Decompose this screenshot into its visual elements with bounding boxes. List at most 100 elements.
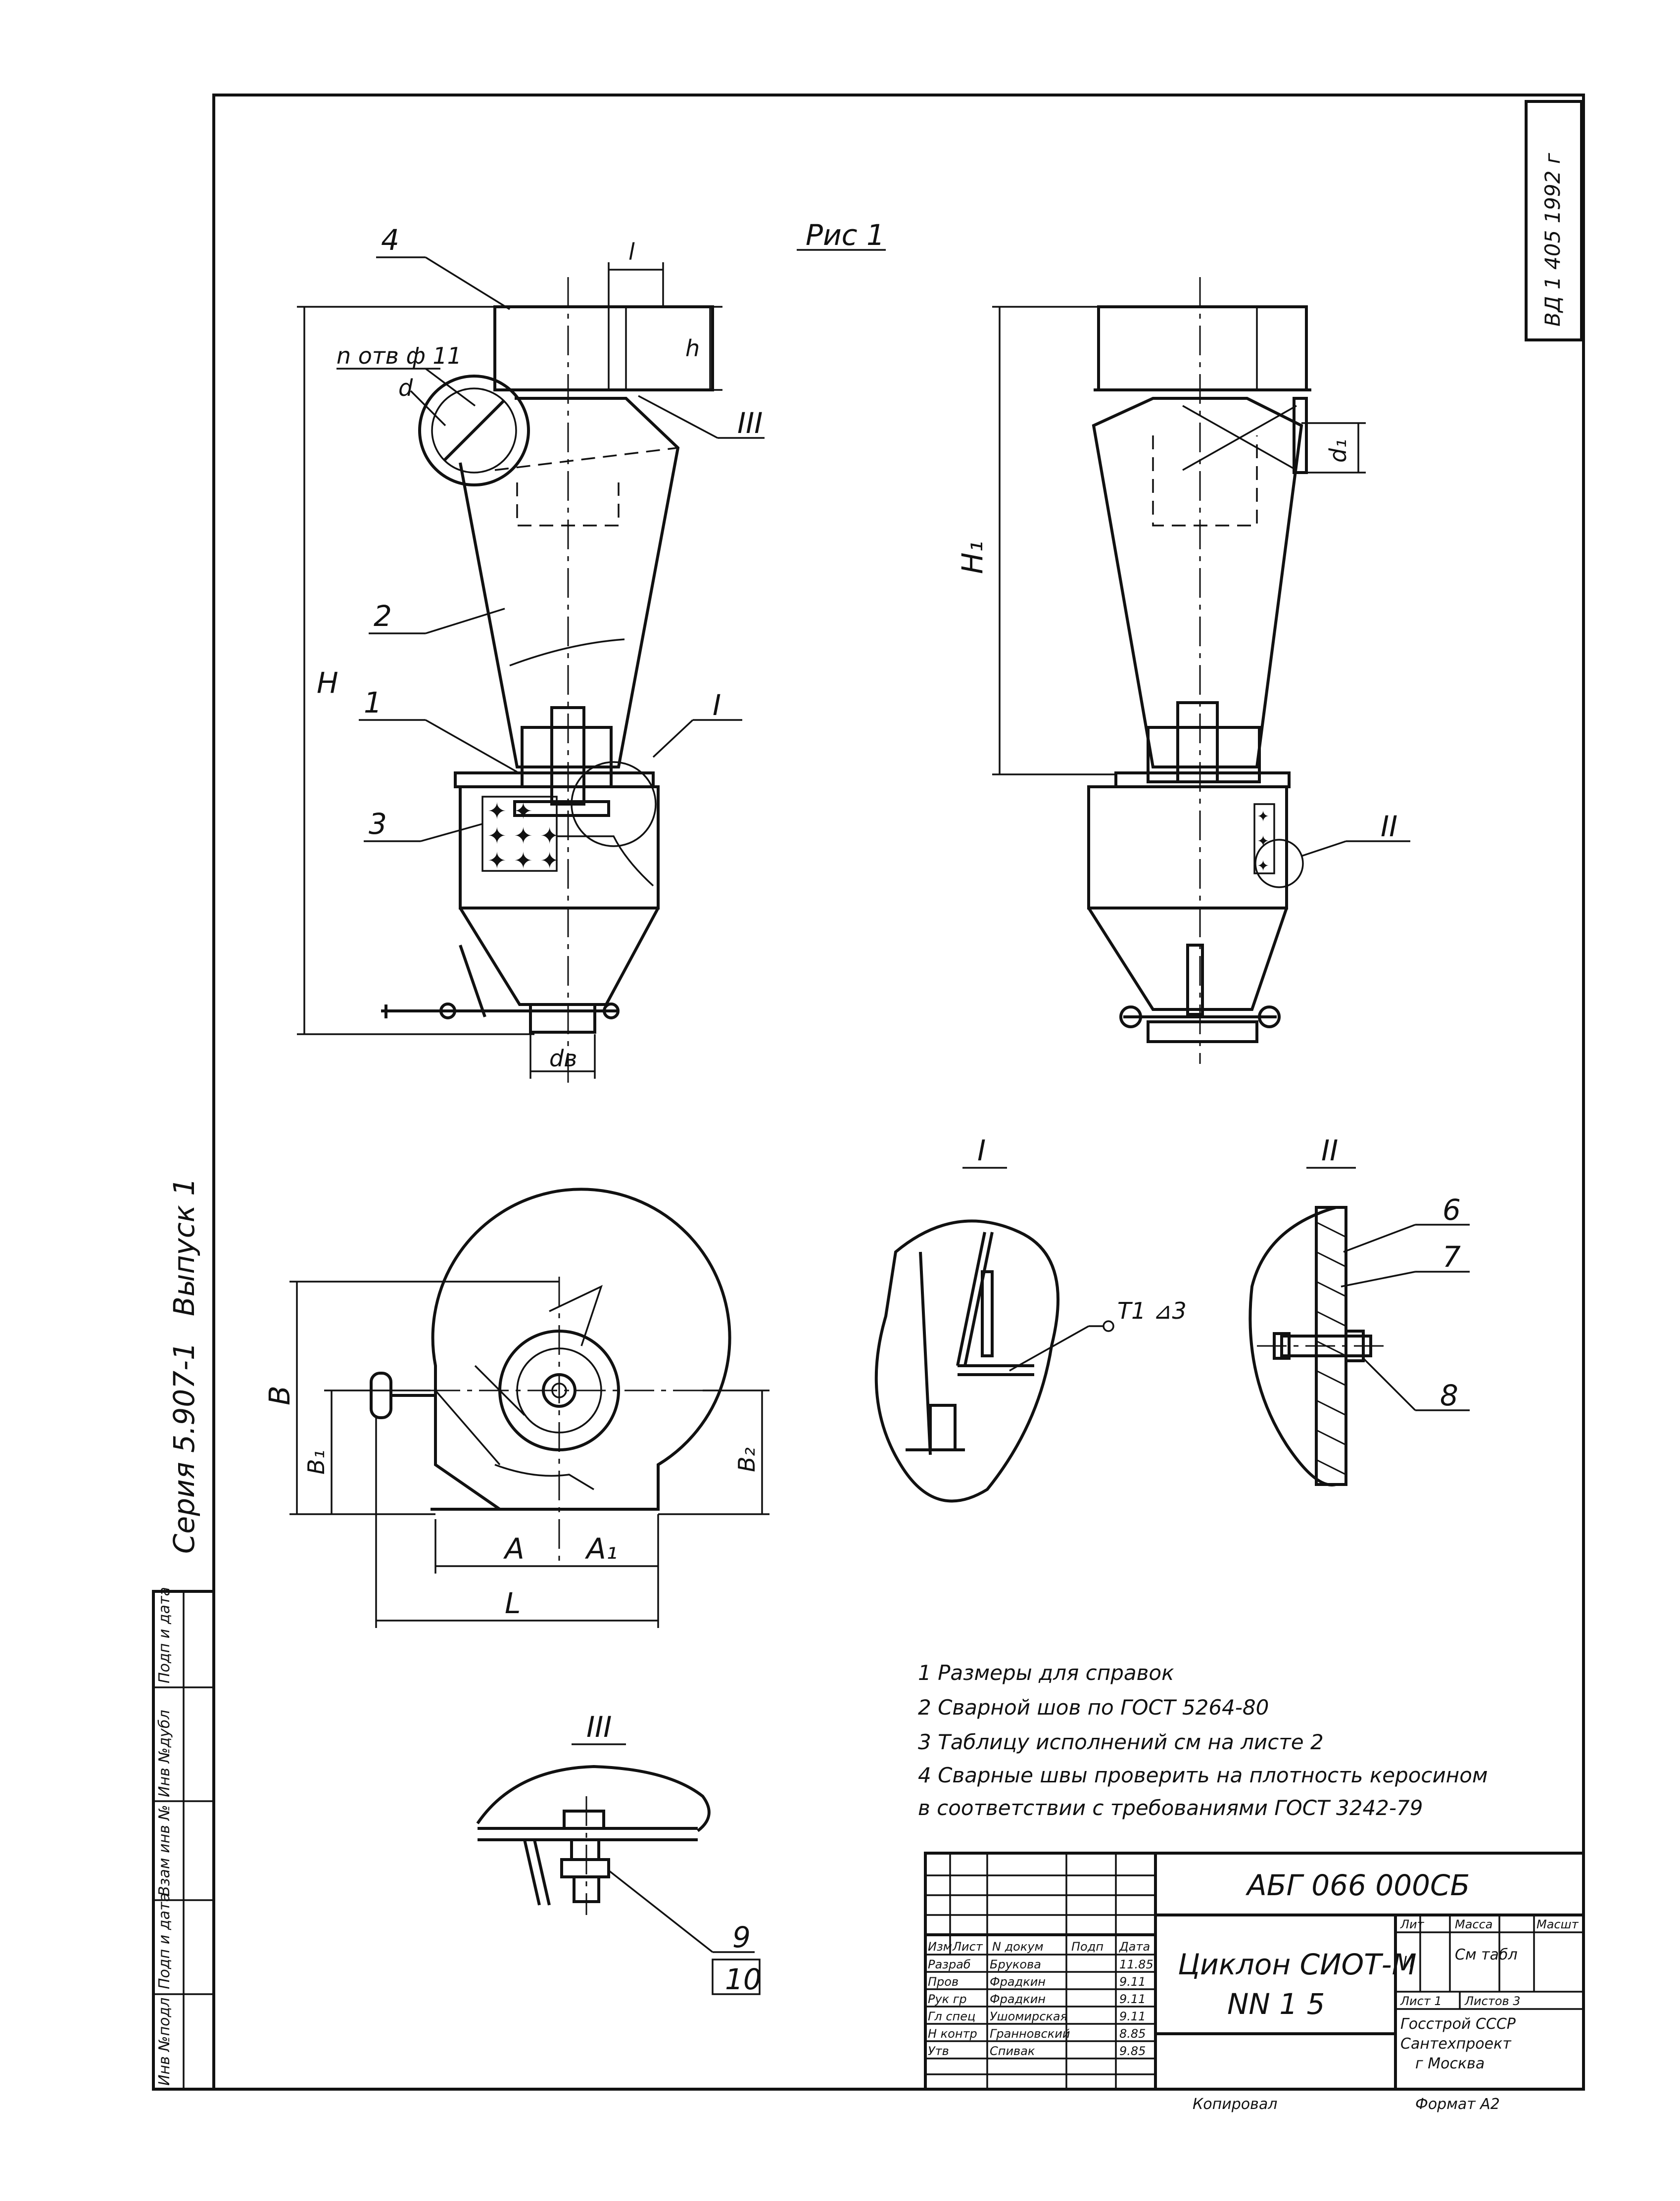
dim-B: B: [263, 1386, 296, 1405]
svg-text:✦: ✦: [1257, 808, 1269, 825]
tb-head-doc: N докум: [992, 1940, 1044, 1954]
tb-role-6: Утв: [928, 2044, 949, 2058]
dim-de: dв: [549, 1045, 577, 1072]
svg-text:✦ ✦ ✦: ✦ ✦ ✦: [487, 847, 559, 874]
tb-name-1: Циклон СИОТ-М: [1178, 1948, 1417, 1981]
tb-head-sign: Подп: [1071, 1940, 1104, 1954]
tb-doc-code: АБГ 066 000СБ: [1245, 1868, 1470, 1902]
svg-text:✦: ✦: [1257, 858, 1269, 875]
detail-III: III 9 10: [476, 1710, 762, 1996]
margin-col-3: Взам инв №: [156, 1805, 173, 1896]
tb-org-1: Госстрой СССР: [1400, 2015, 1516, 2033]
dim-d1: d₁: [1325, 439, 1351, 463]
callout-3: 3: [369, 807, 387, 841]
margin-col-1: Инв №подл: [156, 1998, 173, 2086]
svg-text:✦ ✦ ✦: ✦ ✦ ✦: [487, 822, 559, 849]
issue-label: Выпуск 1: [167, 1178, 201, 1316]
svg-text:✦: ✦: [1257, 833, 1269, 850]
tb-role-2: Пров: [928, 1975, 959, 1989]
tb-mass-value: См табл: [1455, 1946, 1518, 1963]
dim-A: A: [503, 1532, 525, 1566]
dim-h: h: [685, 335, 700, 362]
tb-org-3: г Москва: [1415, 2055, 1485, 2072]
note-3: 3 Таблицу исполнений см на листе 2: [918, 1730, 1324, 1754]
tb-role-3: Рук гр: [928, 1992, 967, 2006]
detail-III-title: III: [586, 1710, 612, 1744]
margin-col-2: Подп и дата: [156, 1893, 173, 1989]
inner-frame: [212, 94, 1585, 2091]
side-view: ✦ ✦ ✦ H₁ d₁ II: [956, 277, 1410, 1064]
dim-B1: B₁: [303, 1450, 330, 1475]
left-margin: Инв №подл Подп и дата Взам инв № Инв №ду…: [152, 1178, 215, 2091]
tb-lit-value: И: [1403, 1954, 1414, 1971]
callout-2: 2: [374, 599, 392, 633]
tb-person-2: Фрадкин: [990, 1975, 1046, 1989]
tb-sheet: Лист 1: [1400, 1994, 1442, 2008]
tb-head-date: Дата: [1119, 1940, 1150, 1954]
tb-date-2: 9.11: [1119, 1975, 1146, 1989]
dim-H: H: [317, 666, 338, 700]
callout-7: 7: [1442, 1240, 1461, 1274]
title-block: Изм Лист N докум Подп Дата Разраб Пров Р…: [924, 1852, 1585, 2091]
tb-person-5: Гранновский: [990, 2027, 1070, 2041]
tb-date-6: 9.85: [1119, 2044, 1146, 2058]
dim-H1: H₁: [956, 541, 989, 574]
tb-person-3: Фрадкин: [990, 1992, 1046, 2006]
note-1: 1 Размеры для справок: [918, 1661, 1174, 1685]
tb-person-1: Брукова: [990, 1958, 1041, 1971]
callout-9: 9: [732, 1920, 751, 1954]
dim-l: l: [628, 239, 635, 265]
detail-II-title: II: [1321, 1134, 1338, 1167]
callout-view-III: III: [737, 406, 763, 440]
tb-role-1: Разраб: [928, 1958, 971, 1971]
dim-A1: A₁: [584, 1532, 618, 1566]
tb-org-2: Сантехпроект: [1400, 2035, 1512, 2053]
detail-I: I T1 ⊿3: [874, 1134, 1187, 1503]
holes-label: n отв ф 11: [336, 342, 462, 369]
tb-name-2: NN 1 5: [1227, 1987, 1325, 2021]
note-4: 4 Сварные швы проверить на плотность кер…: [918, 1763, 1488, 1787]
tb-sheets: Листов 3: [1464, 1994, 1521, 2008]
notes: 1 Размеры для справок 2 Сварной шов по Г…: [918, 1661, 1488, 1820]
dim-B2: B₂: [733, 1447, 760, 1472]
tb-date-1: 11.85: [1119, 1958, 1153, 1971]
callout-8: 8: [1440, 1379, 1458, 1412]
tb-mass-label: Масса: [1455, 1917, 1493, 1931]
callout-view-I: I: [713, 688, 721, 722]
plan-view: B B₁ B₂ A A₁ L: [263, 1188, 769, 1628]
detail-II: II 6 7 8: [1248, 1134, 1470, 1486]
series-label: Серия 5.907-1: [167, 1342, 201, 1554]
tb-person-4: Ушомирская: [990, 2010, 1067, 2023]
tb-lit-label: Лит: [1400, 1917, 1425, 1931]
sheet-format: Формат А2: [1415, 2096, 1500, 2113]
note-5: в соответствии с требованиями ГОСТ 3242-…: [918, 1796, 1423, 1820]
dim-d: d: [398, 375, 413, 401]
margin-col-4: Инв №дубл: [156, 1710, 173, 1797]
callout-10: 10: [725, 1962, 762, 1996]
tb-date-4: 9.11: [1119, 2010, 1146, 2023]
callout-view-II-side: II: [1381, 810, 1397, 843]
margin-col-5: Подп и дата: [156, 1587, 173, 1683]
weld-symbol: T1 ⊿3: [1117, 1297, 1187, 1324]
figure-title: Рис 1: [806, 218, 885, 252]
corner-stamp: ВД 1 405 1992 г: [1525, 100, 1583, 341]
tb-date-5: 8.85: [1119, 2027, 1146, 2041]
copied-by: Копировал: [1193, 2096, 1277, 2113]
tb-role-4: Гл спец: [928, 2010, 975, 2023]
tb-scale-label: Масшт: [1536, 1917, 1579, 1931]
tb-role-5: Н контр: [928, 2027, 977, 2041]
callout-1: 1: [364, 686, 382, 719]
note-2: 2 Сварной шов по ГОСТ 5264-80: [918, 1695, 1269, 1720]
tb-head-list: Лист: [952, 1940, 983, 1954]
detail-I-title: I: [977, 1134, 986, 1167]
front-view: ✦ ✦ ✦ ✦ ✦ ✦ ✦ ✦ H l h dв n отв ф 11: [297, 223, 765, 1089]
tb-person-6: Спивак: [990, 2044, 1035, 2058]
svg-text:✦ ✦: ✦ ✦: [487, 798, 533, 824]
dim-L: L: [505, 1586, 521, 1620]
callout-6: 6: [1442, 1193, 1461, 1227]
callout-4: 4: [381, 223, 399, 257]
corner-stamp-text: ВД 1 405 1992 г: [1540, 152, 1565, 327]
tb-date-3: 9.11: [1119, 1992, 1146, 2006]
tb-head-izm: Изм: [928, 1940, 952, 1954]
